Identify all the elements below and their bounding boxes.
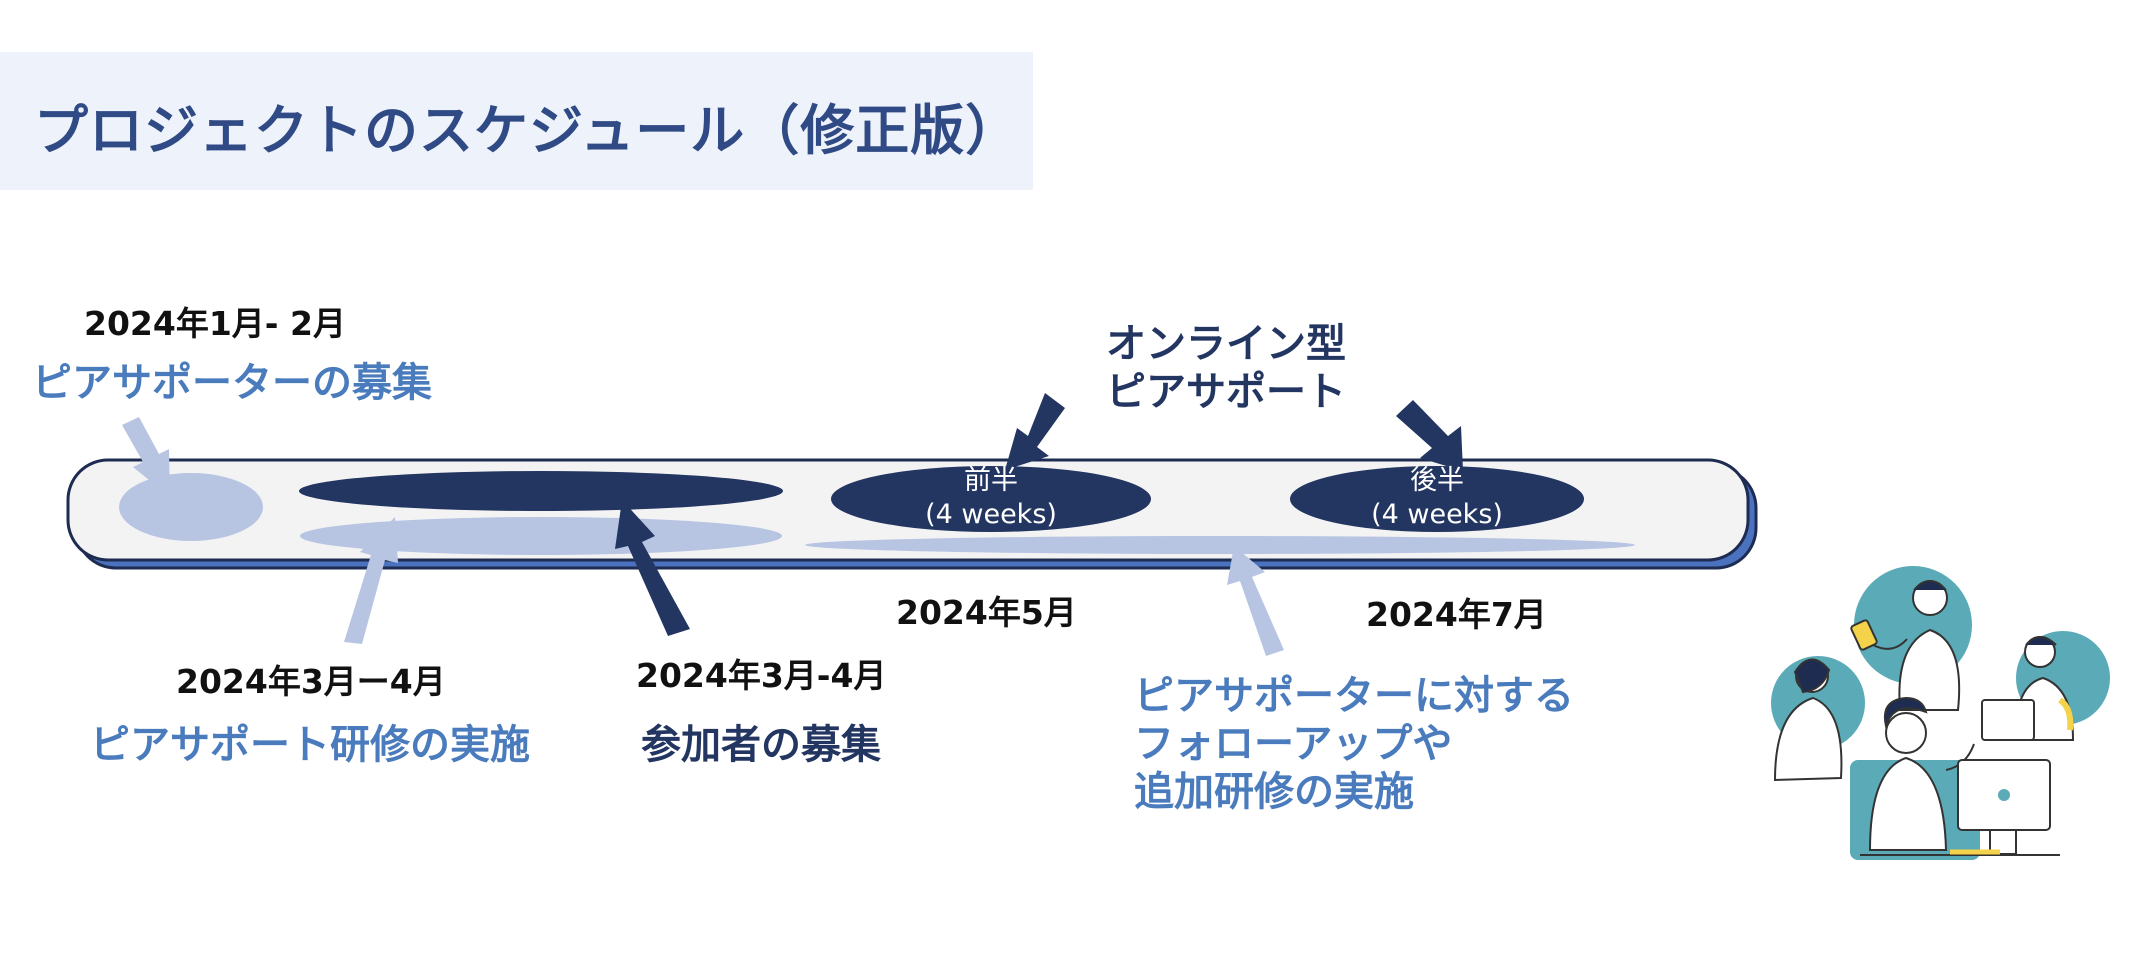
phase-first-half [831, 466, 1151, 532]
phase-second-half [1290, 466, 1584, 532]
first-half-text: 前半 (4 weeks) [911, 464, 1071, 532]
second-half-text: 後半 (4 weeks) [1355, 464, 1519, 532]
phase-follow-up [805, 536, 1635, 554]
date-recruit-participants: 2024年3月-4月 [636, 656, 887, 695]
phase-recruit-supporters [119, 473, 263, 541]
arrow-training [344, 517, 398, 644]
arrow-follow-up [1227, 546, 1284, 656]
arrow-recruit-supporters [122, 417, 170, 497]
first-half-name: 前半 [964, 465, 1018, 496]
date-training: 2024年3月ー4月 [176, 662, 446, 701]
date-recruit-supporters: 2024年1月- 2月 [84, 304, 346, 343]
label-follow-up: ピアサポーターに対する フォローアップや 追加研修の実施 [1134, 673, 1574, 815]
arrow-first-half [1005, 393, 1065, 470]
title-banner [0, 52, 1033, 190]
second-half-name: 後半 [1410, 465, 1464, 496]
arrow-second-half [1396, 400, 1463, 471]
team-working-illustration [1771, 566, 2110, 860]
date-second-half: 2024年7月 [1366, 595, 1547, 634]
arrow-recruit-participants [615, 500, 690, 636]
phase-recruit-participants [299, 471, 783, 511]
second-half-duration: (4 weeks) [1371, 499, 1503, 530]
label-recruit-supporters: ピアサポーターの募集 [32, 360, 432, 406]
label-training: ピアサポート研修の実施 [90, 722, 530, 768]
label-recruit-participants: 参加者の募集 [641, 722, 881, 768]
date-first-half: 2024年5月 [896, 593, 1077, 632]
phase-training [300, 517, 782, 555]
first-half-duration: (4 weeks) [925, 499, 1057, 530]
label-online-support: オンライン型 ピアサポート [1106, 321, 1346, 415]
page-title: プロジェクトのスケジュール（修正版） [34, 99, 1021, 162]
